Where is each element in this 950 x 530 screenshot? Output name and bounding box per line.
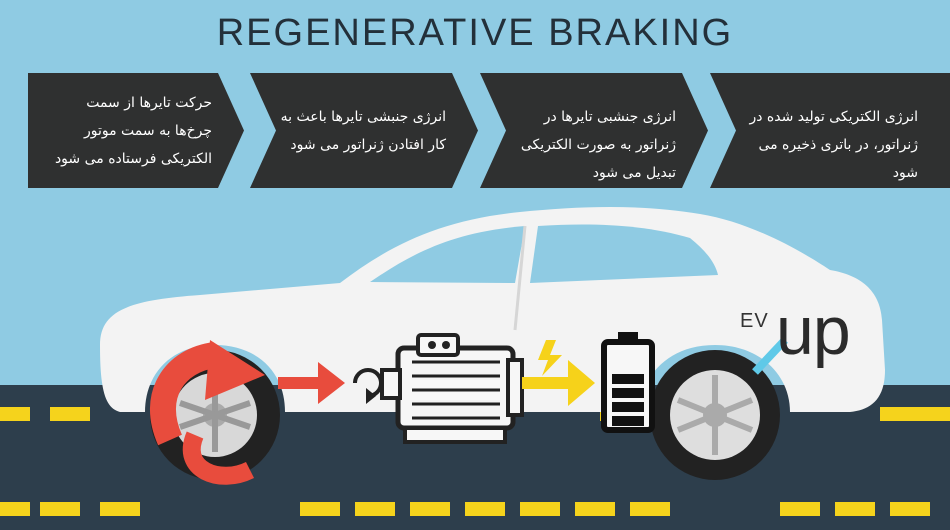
door-line <box>513 225 527 331</box>
diagram-title: REGENERATIVE BRAKING <box>216 12 734 54</box>
battery-cell <box>612 388 644 398</box>
logo: EV up <box>740 293 880 390</box>
battery-cells <box>612 374 644 426</box>
battery-cell <box>612 402 644 412</box>
battery-cell <box>612 416 644 426</box>
battery-icon <box>601 332 655 433</box>
process-steps: حرکت تایرها از سمت چرخ‌ها به سمت موتور ا… <box>28 73 950 188</box>
step-1: حرکت تایرها از سمت چرخ‌ها به سمت موتور ا… <box>28 73 244 188</box>
rotation-arrow-icon-small <box>353 368 383 404</box>
step-4: انرژی الکتریکی تولید شده در ژنراتور، در … <box>710 73 950 188</box>
rotation-arrow-icon <box>149 340 265 485</box>
electric-motor-icon <box>380 333 524 444</box>
red-arrow <box>278 362 345 404</box>
battery-cell <box>612 374 644 384</box>
yellow-arrow <box>522 360 595 406</box>
rear-wheel <box>650 350 780 480</box>
logo-swoosh <box>752 337 788 375</box>
car-scene <box>0 207 950 530</box>
front-window <box>370 226 525 283</box>
lane-markings-bottom <box>0 502 930 516</box>
rear-window <box>530 224 718 283</box>
step-3: انرژی جنشبی تایرها در ژنراتور به صورت ال… <box>480 73 708 188</box>
step-2: انرژی جنبشی تایرها باعث به کار افتادن ژن… <box>250 73 478 188</box>
logo-ev: EV <box>740 310 769 332</box>
lightning-icon <box>538 340 562 376</box>
logo-up: up <box>776 293 851 369</box>
